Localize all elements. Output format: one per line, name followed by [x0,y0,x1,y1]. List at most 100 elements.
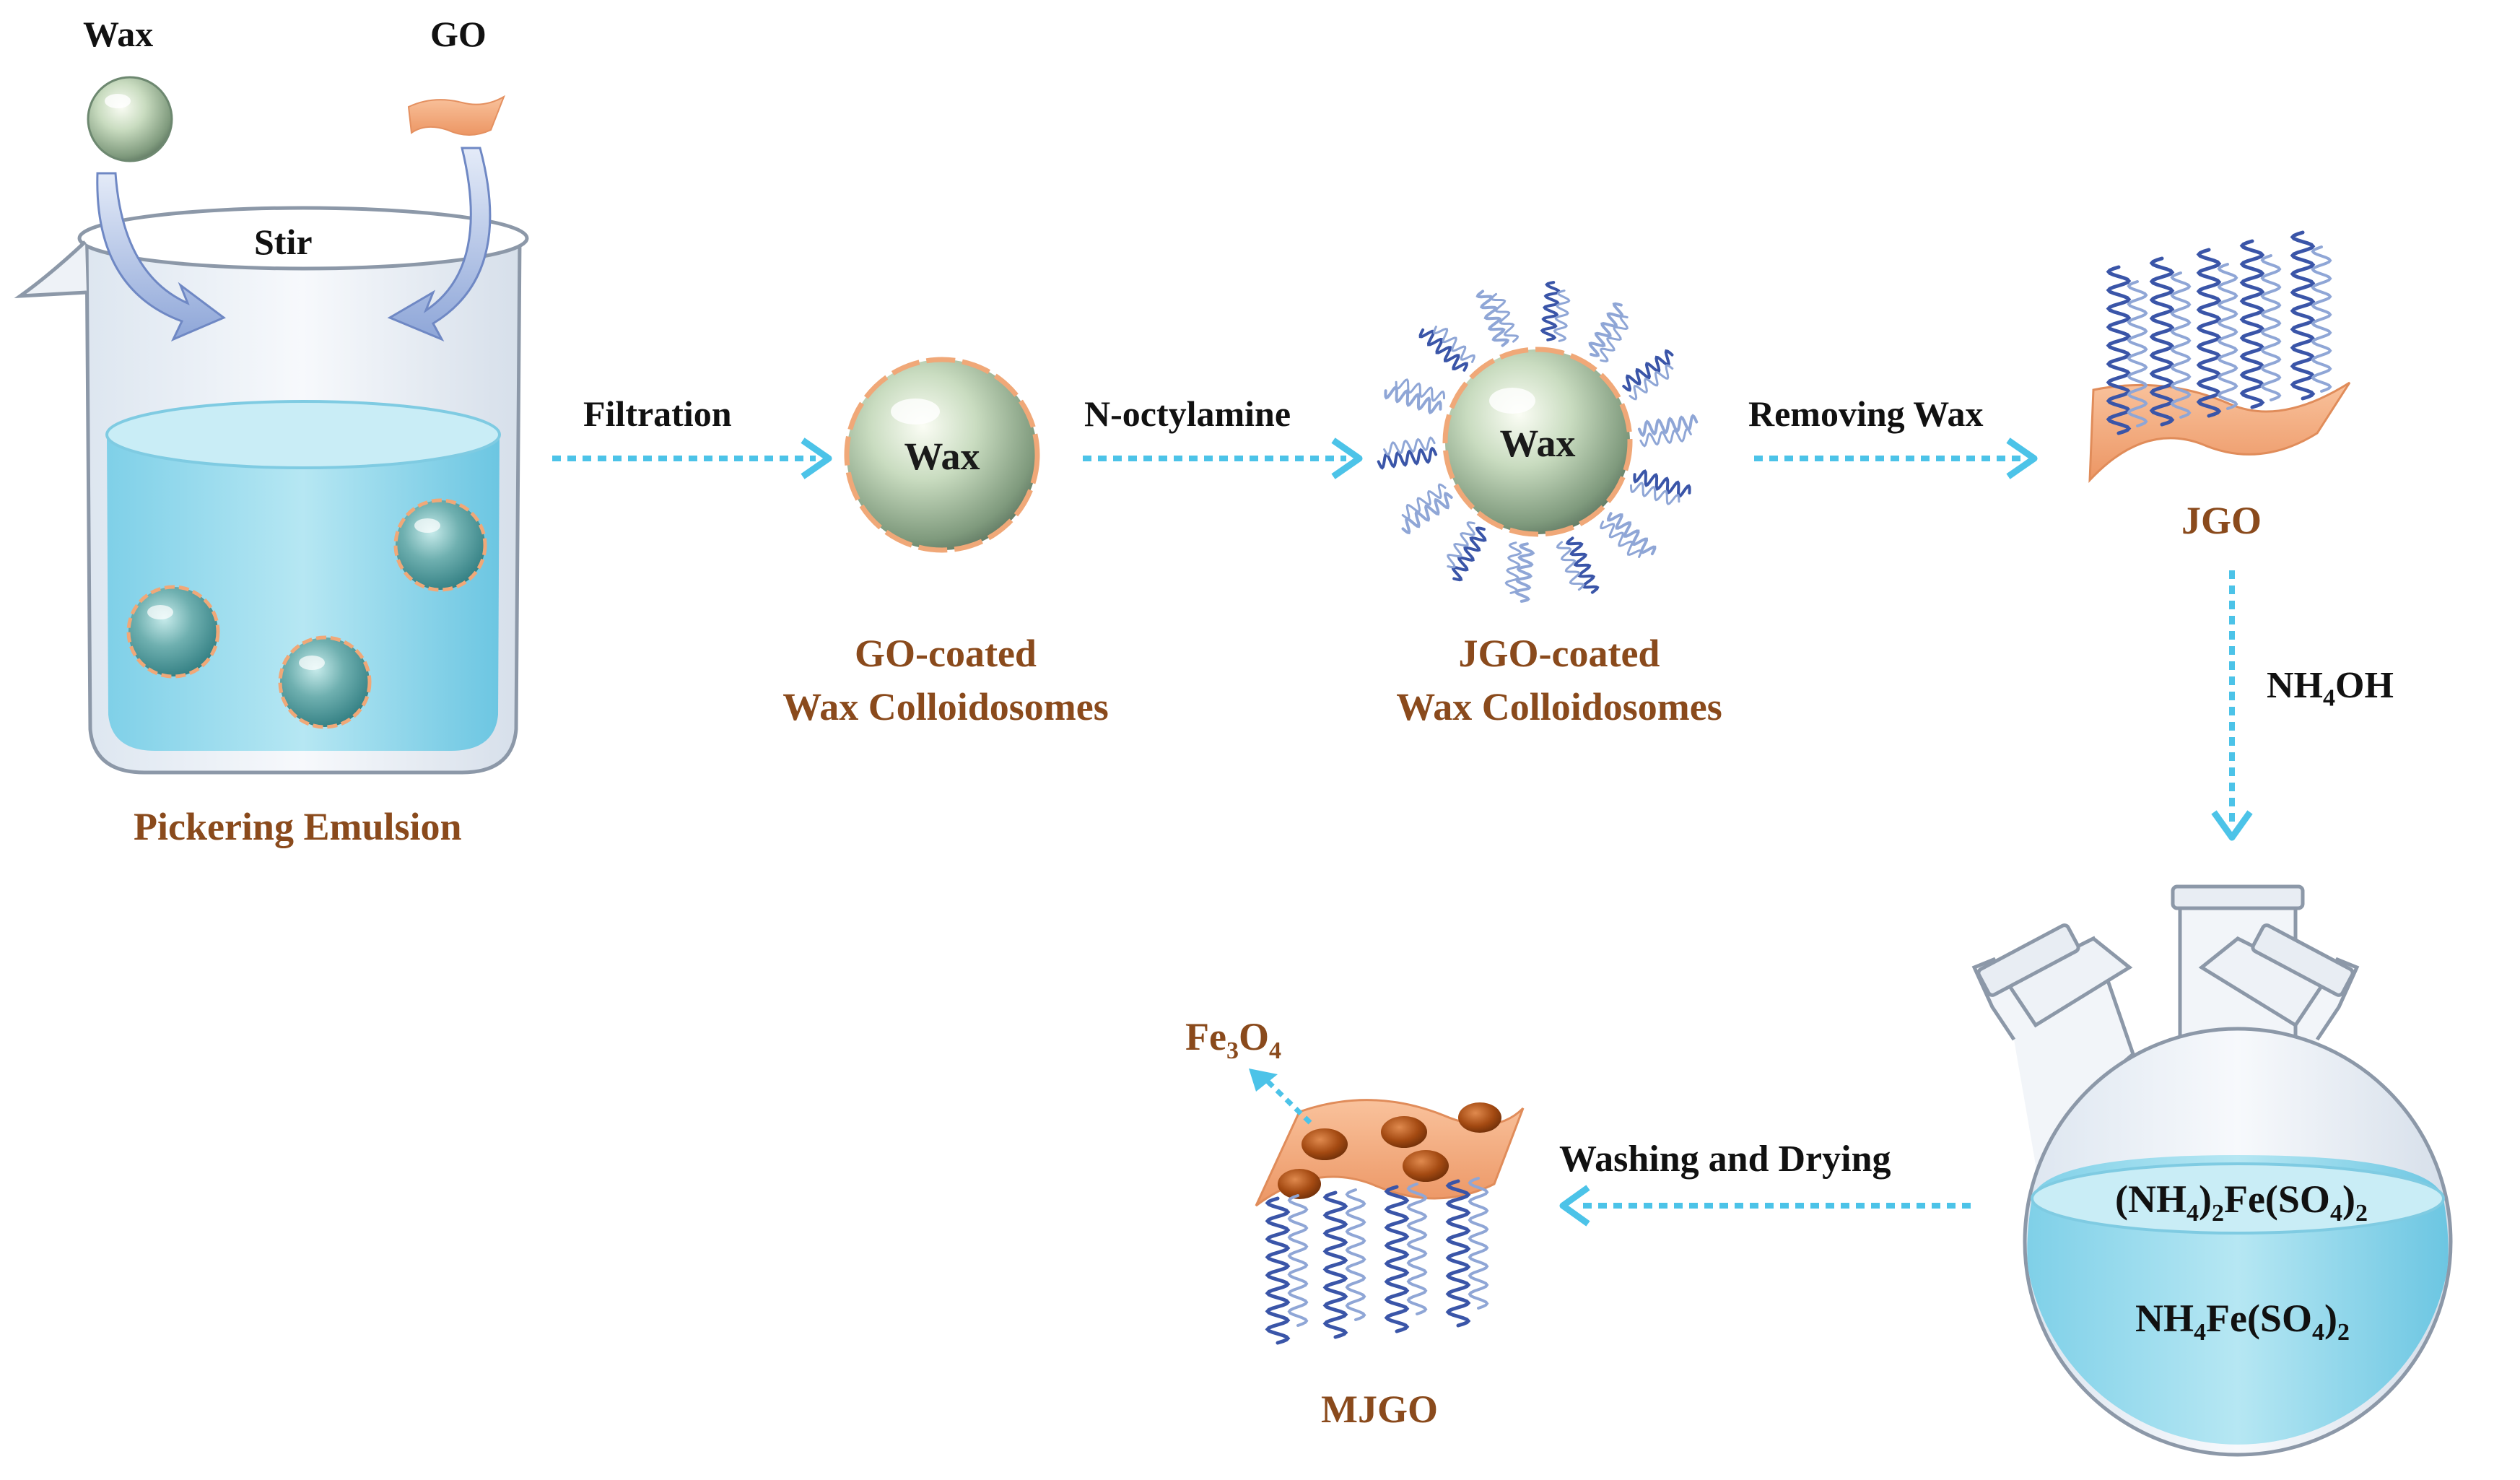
ammonia-tail: OH [2335,665,2394,706]
fe3o4-s2: 4 [1268,1037,1281,1064]
ammonia-label: NH4OH [2267,664,2394,712]
alkyl-chain [1639,427,1692,448]
flask-solution-line1: (NH4)2Fe(SO4)2 [2115,1177,2368,1227]
fe3o4-label: Fe3O4 [1185,1014,1281,1065]
fe3o4-particle [1302,1128,1348,1160]
alkyl-chain [1600,521,1642,558]
alkyl-chain [1322,1190,1348,1339]
go-coated-label: GO-coated Wax Colloidosomes [782,627,1109,734]
emulsion-droplet [393,498,487,592]
f2-s3: 2 [2337,1318,2350,1346]
alkyl-chain [1504,541,1522,594]
alkyl-chain [1265,1196,1291,1345]
alkyl-chain [1600,315,1629,362]
alkyl-chain [2170,271,2192,419]
alkyl-chain [1377,446,1438,470]
alkyl-chain [1637,414,1699,438]
alkyl-chain [2239,239,2265,409]
alkyl-chain [1447,521,1475,569]
alkyl-chain [1401,483,1447,520]
alkyl-chain [1629,364,1674,401]
f2-s1: 4 [2194,1318,2206,1346]
alkyl-chain [1630,482,1680,505]
alkyl-chain [1556,541,1585,591]
ammonia-arrow [2211,570,2253,841]
wax-input-label: Wax [83,14,154,54]
go-input-sheet [407,95,505,136]
f1-s4: 2 [2355,1199,2368,1227]
alkyl-chain [1540,281,1561,341]
three-neck-flask [1971,884,2453,1457]
jgo-sphere-wax-label: Wax [1499,422,1576,465]
alkyl-chain [1406,1183,1428,1315]
alkyl-chain [1345,1188,1366,1321]
alkyl-chain [2260,254,2282,401]
f1-s1: 4 [2186,1199,2199,1227]
fe3o4-particle [1381,1116,1427,1148]
fe3o4-particle [1458,1102,1501,1133]
alkyl-chain [1383,436,1436,456]
alkyl-chain [2149,256,2175,427]
f2-b: Fe(SO [2206,1297,2312,1340]
f1-b: ) [2198,1178,2212,1221]
f2-c: ) [2324,1297,2337,1340]
f1-s2: 2 [2211,1199,2224,1227]
emulsion-droplet [126,585,220,679]
alkyl-chain [1395,378,1445,402]
jgo-coated-line2: Wax Colloidosomes [1396,685,1722,728]
jgo-coated-colloidosome [1442,347,1633,537]
go-coated-line1: GO-coated [855,632,1037,675]
stir-label: Stir [254,222,313,262]
alkyl-chain [2290,230,2316,401]
alkyl-chain [1287,1194,1309,1327]
alkyl-chain [2311,245,2332,393]
fe3o4-s1: 3 [1226,1037,1239,1064]
emulsion-droplet [278,635,372,729]
fe3o4-pointer-arrowhead [1249,1068,1278,1092]
fe3o4-pointer-arrow [1260,1074,1312,1125]
alkyl-chain [1401,492,1453,535]
ammonia-base: NH [2267,665,2323,706]
alkyl-chain [2127,280,2148,427]
alkyl-chain [1490,292,1520,343]
fe3o4-particle [1278,1169,1321,1199]
filtration-arrow [552,438,832,479]
filtration-label: Filtration [583,393,732,434]
pickering-emulsion-label: Pickering Emulsion [134,805,462,848]
alkyl-chain [1451,526,1487,582]
f1-c: Fe(SO [2223,1178,2330,1221]
f1-s3: 4 [2329,1199,2342,1227]
alkyl-chain [1445,1179,1471,1328]
alkyl-chain [2106,265,2132,435]
go-input-label: GO [430,14,487,54]
fe3o4-b: O [1238,1015,1269,1058]
go-coated-line2: Wax Colloidosomes [782,685,1109,728]
alkyl-chain [2196,248,2222,418]
mjgo-sheet [1255,1099,1525,1207]
f2-a: NH [2135,1297,2194,1340]
removing-wax-arrow [1754,438,2038,479]
f1-d: ) [2342,1178,2355,1221]
jgo-label: JGO [2181,499,2262,542]
alkyl-chain [1607,512,1657,556]
go-feed-arrow [387,147,492,342]
wax-feed-arrow [96,172,226,341]
alkyl-chain [1588,302,1624,357]
alkyl-chain [1468,1177,1489,1310]
f2-s2: 4 [2311,1318,2324,1346]
alkyl-chain [1433,326,1475,363]
fe3o4-a: Fe [1185,1015,1226,1058]
alkyl-chain [2217,263,2238,410]
alkyl-chain [1418,328,1468,372]
washing-label: Washing and Drying [1559,1139,1891,1180]
jgo-coated-label: JGO-coated Wax Colloidosomes [1396,627,1722,734]
washing-arrow [1559,1185,1971,1227]
go-sphere-wax-label: Wax [904,435,980,478]
alkyl-chain [1514,542,1535,603]
f1-a: (NH [2115,1178,2187,1221]
ammonia-sub: 4 [2323,684,2335,712]
jgo-coated-line1: JGO-coated [1458,632,1660,675]
removing-wax-label: Removing Wax [1748,393,1984,434]
